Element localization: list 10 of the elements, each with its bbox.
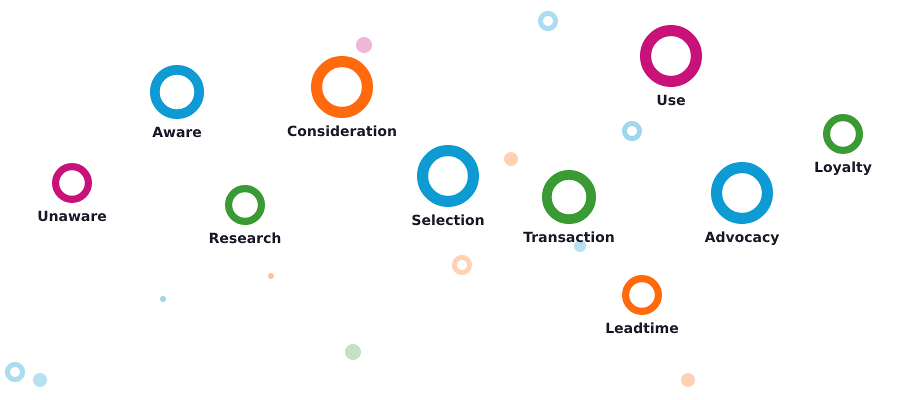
stage-label: Transaction xyxy=(523,230,615,246)
stage-label: Use xyxy=(656,93,686,109)
stage-label: Selection xyxy=(411,213,485,229)
stage-label: Loyalty xyxy=(814,160,872,176)
stage-label: Unaware xyxy=(37,209,107,225)
stage-label: Advocacy xyxy=(704,230,780,246)
stage-label: Consideration xyxy=(287,124,397,140)
stage-label: Leadtime xyxy=(605,321,679,337)
stage-label: Research xyxy=(208,231,282,247)
stage-label: Aware xyxy=(152,125,202,141)
